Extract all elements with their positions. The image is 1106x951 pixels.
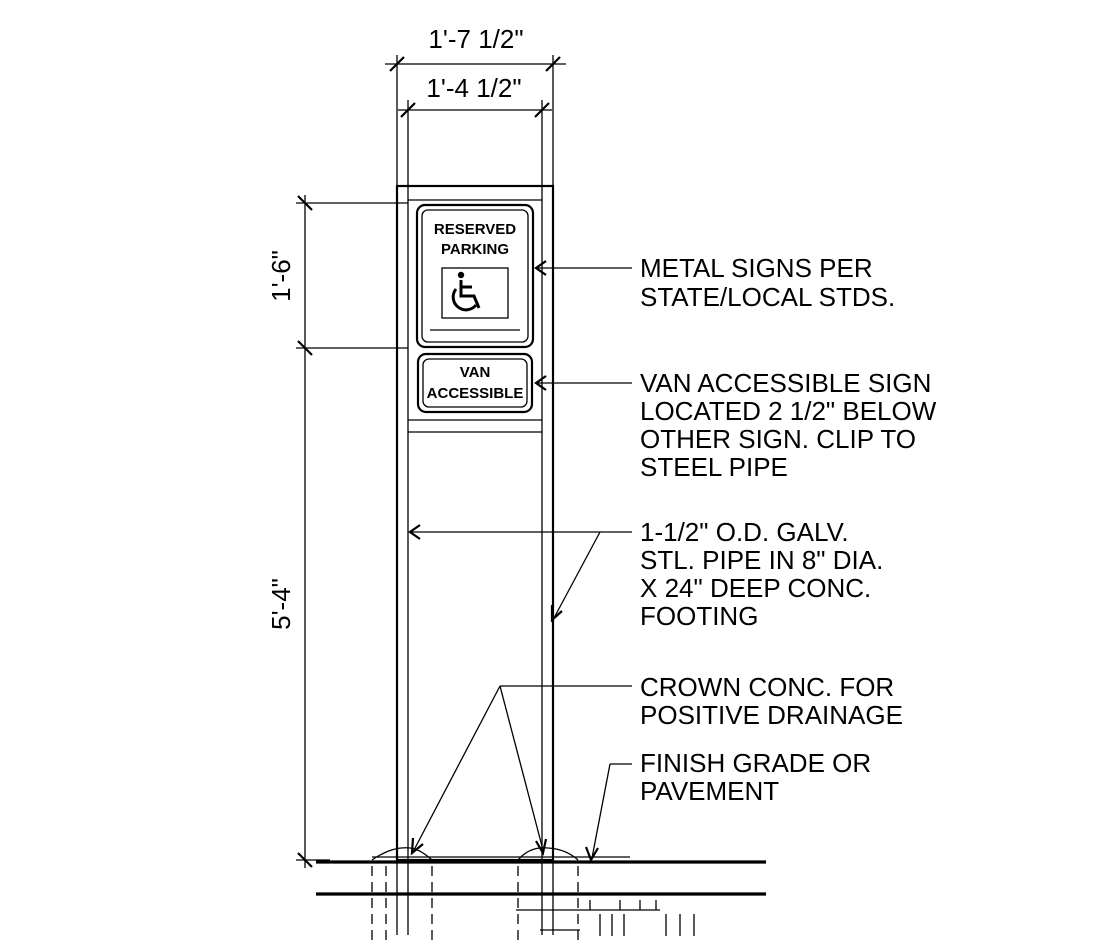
sign-text-parking: PARKING (441, 241, 509, 258)
svg-text:STL. PIPE IN 8" DIA.: STL. PIPE IN 8" DIA. (640, 545, 883, 575)
svg-text:METAL SIGNS PER: METAL SIGNS PER (640, 253, 873, 283)
finish-grade (316, 847, 766, 896)
width-dimensions (385, 55, 566, 200)
note-metal-signs: METAL SIGNS PER STATE/LOCAL STDS. (640, 253, 895, 312)
svg-text:CROWN CONC. FOR: CROWN CONC. FOR (640, 672, 894, 702)
leader-lines (408, 260, 632, 863)
svg-text:PAVEMENT: PAVEMENT (640, 776, 779, 806)
van-accessible-sign (416, 352, 534, 414)
inner-width-dimension: 1'-4 1/2" (426, 73, 521, 103)
sign-height-dimension: 1'-6" (266, 250, 296, 302)
svg-text:POSITIVE DRAINAGE: POSITIVE DRAINAGE (640, 700, 903, 730)
svg-text:LOCATED 2 1/2" BELOW: LOCATED 2 1/2" BELOW (640, 396, 937, 426)
svg-text:STEEL PIPE: STEEL PIPE (640, 452, 788, 482)
svg-text:STATE/LOCAL STDS.: STATE/LOCAL STDS. (640, 282, 895, 312)
sign-text-accessible: ACCESSIBLE (427, 385, 524, 402)
wheelchair-icon (441, 267, 509, 319)
svg-text:FOOTING: FOOTING (640, 601, 758, 631)
concrete-footing (371, 866, 695, 940)
overall-width-dimension: 1'-7 1/2" (428, 24, 523, 54)
svg-text:X 24" DEEP CONC.: X 24" DEEP CONC. (640, 573, 871, 603)
svg-text:OTHER SIGN. CLIP TO: OTHER SIGN. CLIP TO (640, 424, 916, 454)
reserved-parking-sign (415, 203, 535, 349)
sign-text-van: VAN (460, 364, 491, 381)
svg-text:VAN ACCESSIBLE SIGN: VAN ACCESSIBLE SIGN (640, 368, 931, 398)
steel-post (395, 184, 555, 935)
note-pipe: 1-1/2" O.D. GALV. STL. PIPE IN 8" DIA. X… (640, 517, 883, 631)
note-van-sign: VAN ACCESSIBLE SIGN LOCATED 2 1/2" BELOW… (640, 368, 937, 482)
height-dimensions (296, 195, 408, 868)
sign-text-reserved: RESERVED (434, 221, 516, 238)
note-crown: CROWN CONC. FOR POSITIVE DRAINAGE (640, 672, 903, 730)
note-grade: FINISH GRADE OR PAVEMENT (640, 748, 871, 806)
svg-text:FINISH GRADE OR: FINISH GRADE OR (640, 748, 871, 778)
svg-text:1-1/2" O.D. GALV.: 1-1/2" O.D. GALV. (640, 517, 849, 547)
post-height-dimension: 5'-4" (266, 578, 296, 630)
